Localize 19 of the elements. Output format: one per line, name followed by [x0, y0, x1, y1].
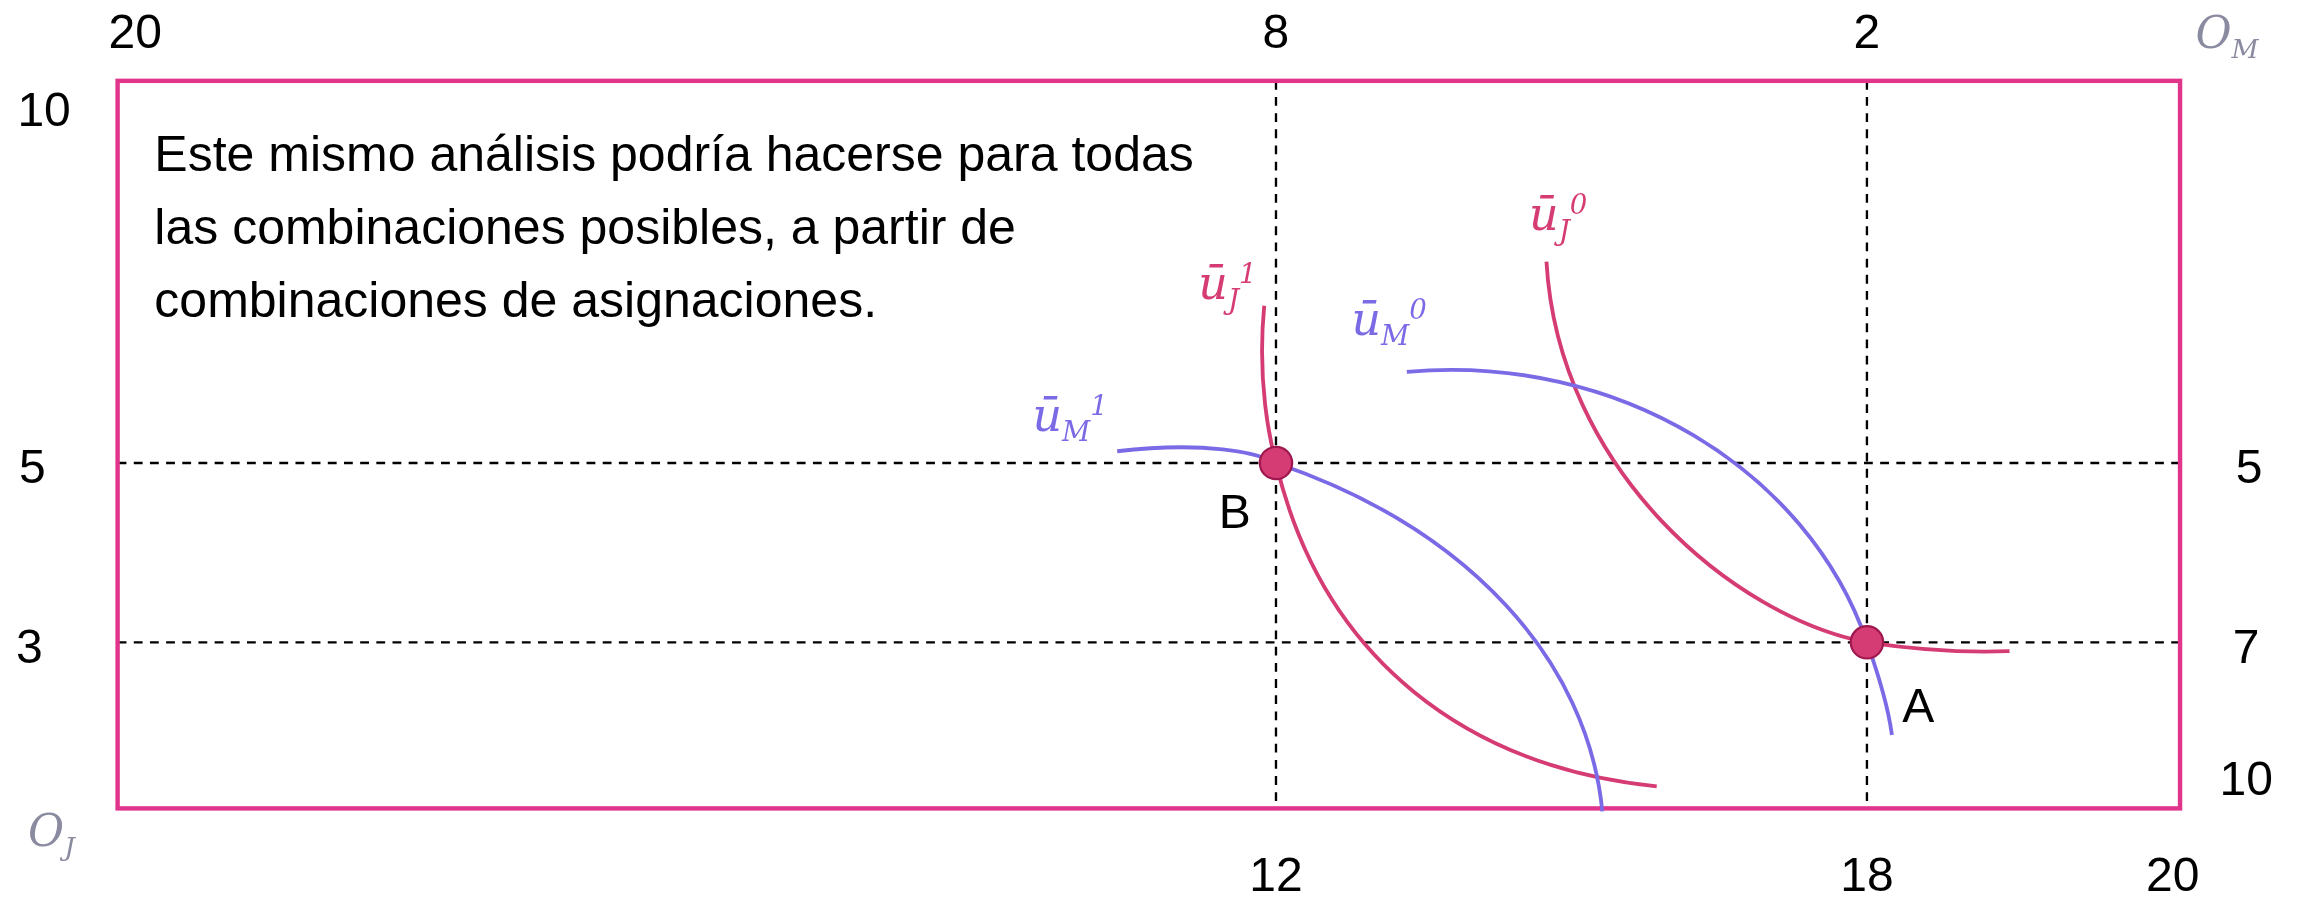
- origin-label: O$_{J}$: [28, 809, 75, 861]
- axis-tick-label: 2: [1853, 8, 1881, 57]
- allocation-point: [1849, 625, 1885, 660]
- axis-tick-label: 20: [2146, 850, 2200, 899]
- origin-label: O$_{M}$: [2195, 11, 2259, 63]
- axis-tick-label: 5: [19, 443, 46, 492]
- axis-tick-label: 7: [2232, 622, 2260, 671]
- allocation-point: [1258, 445, 1294, 481]
- axis-tick-label: 5: [2235, 443, 2263, 492]
- axis-tick-label: 3: [16, 622, 43, 671]
- annotation-text: Este mismo análisis podría hacerse para todas las combinaciones posibles, a partir de combinaciones de asignaciones.: [154, 124, 1195, 330]
- axis-tick-label: 10: [17, 86, 71, 135]
- point-label: B: [1218, 487, 1251, 536]
- axis-tick-label: 12: [1249, 850, 1303, 899]
- point-label: A: [1902, 681, 1935, 730]
- axis-tick-label: 18: [1840, 850, 1894, 899]
- axis-tick-label: 20: [108, 8, 162, 57]
- axis-tick-label: 10: [2219, 755, 2273, 804]
- axis-tick-label: 8: [1262, 8, 1290, 57]
